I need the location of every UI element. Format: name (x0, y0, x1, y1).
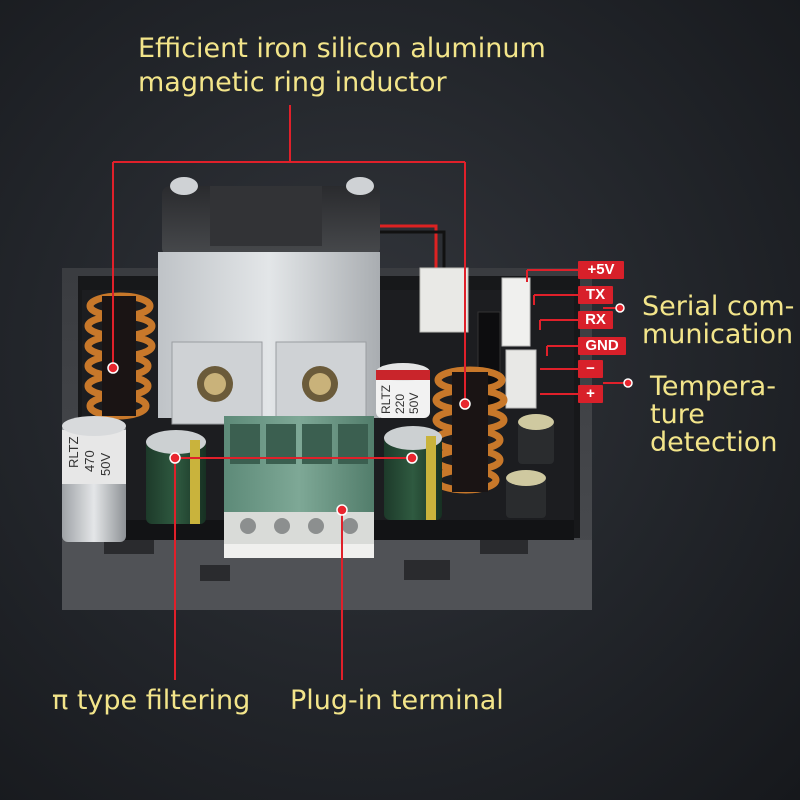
pin-tag-5v: +5V (578, 261, 624, 279)
plug-in-terminal (224, 416, 374, 558)
capacitor-right-print: RLTZ 220 50V (379, 385, 421, 414)
capacitor-right-value: 220 (393, 394, 407, 414)
fan-connector (380, 224, 469, 333)
temp-label-line2: ture (650, 399, 705, 430)
pi-filter-label: π type filtering (52, 685, 251, 716)
callout-dots (107, 303, 633, 516)
inductor-right-core (452, 372, 488, 492)
pin-tag-tx: TX (578, 286, 613, 304)
serial-label-line1: Serial com- (642, 291, 795, 322)
capacitor-left-value: 470 (82, 450, 97, 472)
pin-header (477, 277, 537, 409)
capacitor-right (376, 363, 430, 418)
cooling-fan (162, 177, 380, 256)
pin-tag-gnd: GND (578, 337, 626, 355)
capacitor-small-2 (506, 470, 546, 518)
capacitor-right-volt: 50V (407, 393, 421, 414)
plugin-terminal-label: Plug-in terminal (290, 685, 504, 716)
capacitor-green-2 (384, 426, 442, 520)
pin-tag-plus: + (578, 385, 603, 403)
inductor-label-line1: Efficient iron silicon aluminum (138, 33, 546, 64)
capacitor-left-print: RLTZ 470 50V (66, 436, 113, 476)
heatsink (158, 252, 380, 425)
capacitor-left-brand: RLTZ (66, 436, 81, 468)
inductor-label-line2: magnetic ring inductor (138, 67, 447, 98)
capacitor-left-volt: 50V (98, 453, 113, 476)
capacitor-left (62, 416, 126, 542)
temp-label-line1: Tempera- (650, 371, 776, 402)
inductor-left-core (102, 296, 136, 416)
pin-tag-rx: RX (578, 311, 613, 329)
callout-lines (112, 105, 624, 680)
serial-label-line2: munication (642, 319, 794, 350)
pin-tag-minus: − (578, 360, 603, 378)
temp-label-line3: detection (650, 427, 778, 458)
capacitor-right-brand: RLTZ (379, 385, 393, 414)
capacitor-small-1 (518, 414, 554, 464)
